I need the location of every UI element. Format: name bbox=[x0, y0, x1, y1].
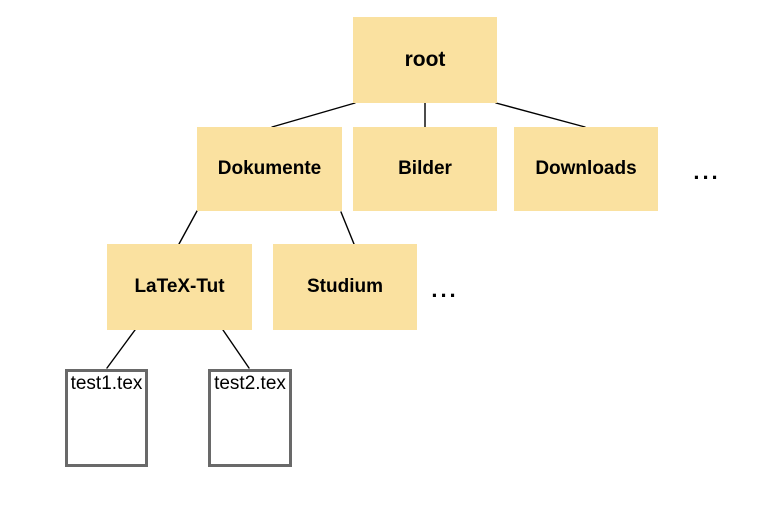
node-bilder: Bilder bbox=[353, 127, 497, 211]
edge-dokumente-latex-tut bbox=[178, 210, 198, 245]
node-latex-tut-label: LaTeX-Tut bbox=[134, 276, 225, 297]
node-dokumente: Dokumente bbox=[197, 127, 342, 211]
node-root: root bbox=[353, 17, 497, 103]
edge-root-dokumente bbox=[271, 102, 356, 128]
node-downloads-label: Downloads bbox=[535, 158, 637, 179]
node-bilder-label: Bilder bbox=[398, 158, 452, 179]
node-root-label: root bbox=[404, 48, 446, 71]
node-downloads: Downloads bbox=[514, 127, 658, 211]
node-test2-file: test2.tex bbox=[208, 369, 292, 467]
edge-latex-tut-test1 bbox=[106, 329, 136, 369]
edge-latex-tut-test2 bbox=[222, 329, 250, 369]
node-studium: Studium bbox=[273, 244, 417, 330]
node-dokumente-label: Dokumente bbox=[217, 158, 322, 179]
node-latex-tut: LaTeX-Tut bbox=[107, 244, 252, 330]
node-test2-label: test2.tex bbox=[214, 373, 286, 394]
node-test1-file: test1.tex bbox=[65, 369, 148, 467]
edge-dokumente-studium bbox=[340, 211, 355, 245]
node-test1-label: test1.tex bbox=[70, 373, 143, 394]
node-studium-label: Studium bbox=[307, 276, 383, 297]
edge-root-downloads bbox=[495, 102, 586, 128]
ellipsis-level3: ... bbox=[431, 277, 459, 302]
ellipsis-level2: ... bbox=[693, 159, 721, 184]
